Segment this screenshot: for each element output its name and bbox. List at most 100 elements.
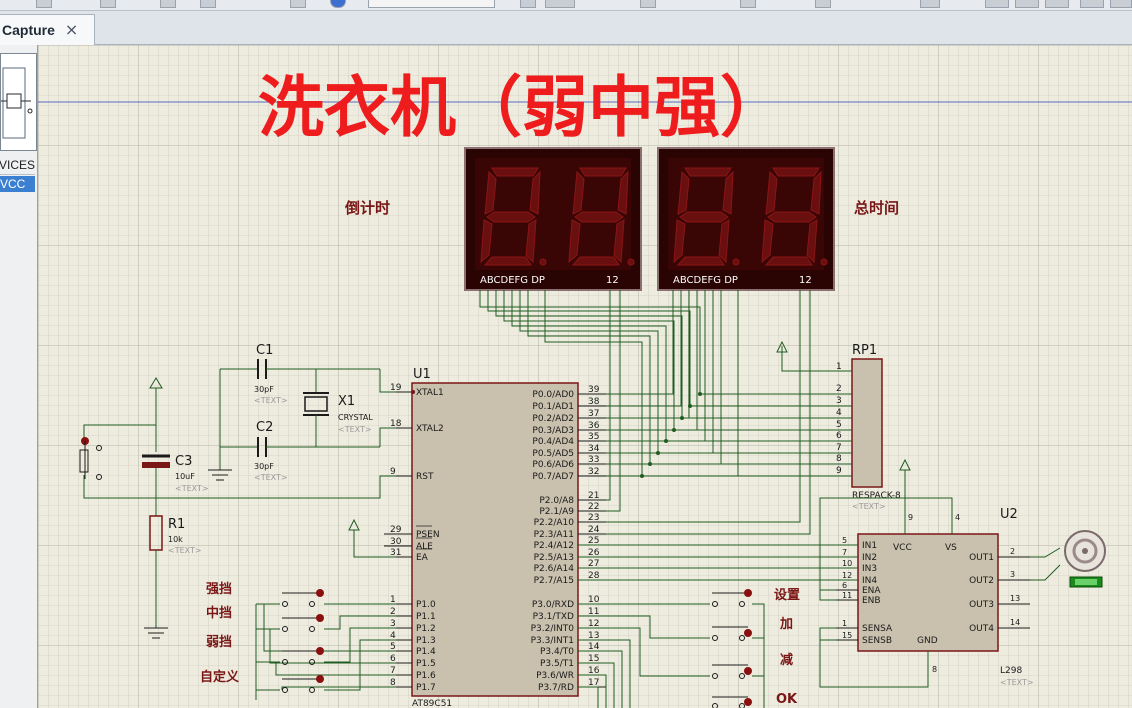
- toolbar-button[interactable]: [640, 0, 656, 8]
- u1-pin-name: P3.1/TXD: [533, 612, 574, 622]
- u2-pin-number: 15: [842, 631, 852, 640]
- u1-pin-number: 7: [390, 666, 396, 676]
- u1-pin-name: P1.6: [416, 671, 436, 681]
- u1-pin-name: P1.1: [416, 612, 436, 622]
- rp1-ref: RP1: [852, 343, 877, 358]
- u2-part: L298: [1000, 666, 1022, 676]
- overview-preview[interactable]: [0, 53, 37, 151]
- svg-text:4: 4: [955, 513, 960, 522]
- device-list-item-selected[interactable]: VCC: [0, 176, 35, 192]
- rp1-text: <TEXT>: [852, 502, 886, 511]
- r1-value: 10k: [168, 535, 183, 544]
- u1-pin-number: 17: [588, 678, 599, 688]
- left-button-group: 强挡 中挡 弱挡 自定义: [200, 581, 240, 685]
- u2-pin-number: 6: [842, 581, 847, 590]
- svg-text:7: 7: [836, 443, 842, 453]
- c3-ref: C3: [175, 454, 192, 469]
- button-label-custom: 自定义: [200, 669, 240, 685]
- display-pin-labels: ABCDEFG DP: [673, 275, 738, 286]
- toolbar-button[interactable]: [160, 0, 176, 8]
- toolbar-button[interactable]: [36, 0, 52, 8]
- toolbar-button[interactable]: [200, 0, 216, 8]
- u1-pin-number: 39: [588, 385, 600, 395]
- u1-pin-number: 15: [588, 654, 599, 664]
- u1-pin-name: RST: [416, 472, 434, 482]
- u1-pin-number: 21: [588, 491, 599, 501]
- tab-schematic-capture[interactable]: Capture ×: [0, 14, 95, 45]
- toolbar-button[interactable]: [1015, 0, 1039, 8]
- u1-pin-name: P0.5/AD5: [532, 449, 574, 459]
- u1-pin-number: 2: [390, 607, 396, 617]
- toolbar-button[interactable]: [1045, 0, 1069, 8]
- crystal-x1[interactable]: X1 CRYSTAL <TEXT>: [303, 369, 373, 447]
- toolbar-button[interactable]: [920, 0, 940, 8]
- u1-pin-number: 14: [588, 642, 600, 652]
- resistor-pack-rp1[interactable]: RP1 RESPACK-8 <TEXT> 1 2 3 4 5 6 7 8 9: [642, 340, 901, 511]
- c3-value: 10uF: [175, 472, 195, 481]
- toolbar-button[interactable]: [1110, 0, 1132, 8]
- rp1-pin-numbers: 1 2 3 4 5 6 7 8 9: [836, 362, 842, 476]
- help-icon[interactable]: [330, 0, 346, 8]
- svg-text:5: 5: [836, 420, 842, 430]
- toolbar-button[interactable]: [100, 0, 116, 8]
- toolbar-button[interactable]: [520, 0, 536, 8]
- u1-pin-number: 37: [588, 409, 599, 419]
- toolbar-button[interactable]: [815, 0, 831, 8]
- left-panel: DEVICES VCC: [0, 45, 38, 708]
- u2-pin-name: ENB: [862, 596, 881, 606]
- u1-pin-name: P3.3/INT1: [531, 636, 574, 646]
- u2-pin-name: OUT4: [969, 624, 994, 634]
- ea-pullup: [348, 518, 396, 558]
- u2-pin-name: IN2: [862, 553, 877, 563]
- zoom-select[interactable]: [368, 0, 495, 8]
- u1-pin-number: 13: [588, 631, 599, 641]
- schematic-canvas[interactable]: 洗衣机（弱中强） 倒计时 总时间 ABCDEFG DP 12: [38, 45, 1132, 708]
- push-button-weak: [282, 647, 324, 665]
- tab-label: Capture: [2, 22, 55, 38]
- u1-pin-number: 8: [390, 678, 396, 688]
- u2-ref: U2: [1000, 507, 1018, 522]
- push-button-strong: [282, 589, 324, 607]
- left-push-buttons[interactable]: [282, 589, 324, 693]
- button-label-plus: 加: [779, 617, 793, 632]
- close-icon[interactable]: ×: [64, 20, 79, 39]
- button-label-set: 设置: [774, 588, 800, 603]
- svg-text:GND: GND: [917, 636, 938, 646]
- svg-text:30pF: 30pF: [254, 385, 274, 394]
- u1-pin-number: 27: [588, 559, 599, 569]
- toolbar-button[interactable]: [1080, 0, 1104, 8]
- u1-pin-number: 24: [588, 525, 600, 535]
- dc-motor[interactable]: [1030, 530, 1106, 588]
- svg-text:30pF: 30pF: [254, 462, 274, 471]
- u1-pin-name: P2.0/A8: [539, 496, 574, 506]
- seven-segment-display-total[interactable]: ABCDEFG DP 12: [657, 147, 835, 291]
- r1-text: <TEXT>: [168, 546, 202, 555]
- toolbar-button[interactable]: [545, 0, 575, 8]
- u2-pin-name: SENSA: [862, 624, 893, 634]
- u2-pin-name: OUT1: [969, 553, 994, 563]
- u1-pin-name: P0.2/AD2: [532, 414, 574, 424]
- u1-pin-name: P3.4/T0: [540, 647, 574, 657]
- u1-pin-number: 28: [588, 571, 600, 581]
- right-button-wires: [578, 603, 765, 708]
- svg-text:8: 8: [836, 454, 842, 464]
- u1-pin-number: 3: [390, 619, 396, 629]
- display-pin-labels: ABCDEFG DP: [480, 275, 545, 286]
- u1-pin-name: P2.2/A10: [534, 518, 575, 528]
- svg-text:<TEXT>: <TEXT>: [254, 473, 288, 482]
- toolbar-button[interactable]: [985, 0, 1009, 8]
- capacitor-c2[interactable]: C2 30pF <TEXT>: [220, 420, 380, 482]
- u1-pin-name: EA: [416, 553, 429, 563]
- u1-pin-name: P0.3/AD3: [532, 426, 574, 436]
- u2-pin-name: SENSB: [862, 636, 892, 646]
- u1-pin-name: P2.5/A13: [534, 553, 574, 563]
- capacitor-c1[interactable]: C1 30pF <TEXT>: [220, 343, 380, 405]
- toolbar-button[interactable]: [290, 0, 306, 8]
- toolbar-button[interactable]: [740, 0, 756, 8]
- u1-pin-name: P1.4: [416, 647, 436, 657]
- seven-segment-display-countdown[interactable]: ABCDEFG DP 12: [464, 147, 642, 291]
- reset-button[interactable]: [79, 437, 102, 480]
- u2-pin-number: 3: [1010, 570, 1015, 579]
- right-push-buttons[interactable]: [712, 589, 752, 708]
